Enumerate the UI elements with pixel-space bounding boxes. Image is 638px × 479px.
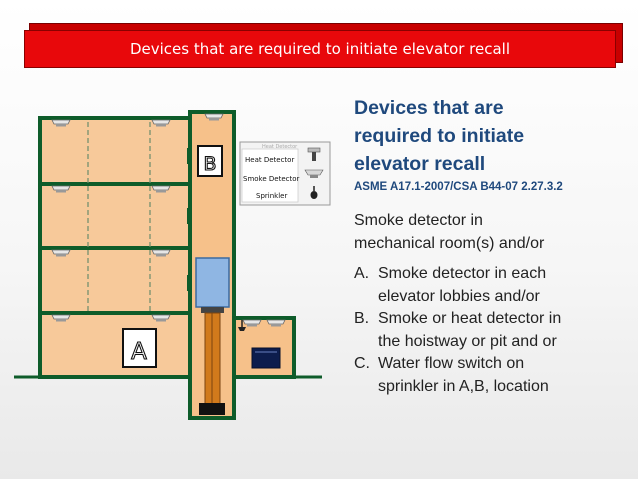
list-marker: A. (354, 265, 370, 282)
elevator-car (195, 257, 230, 415)
legend-partial-heading: Heat Detector (262, 144, 298, 150)
svg-text:A: A (131, 339, 147, 365)
legend-sprinkler-label: Sprinkler (256, 192, 287, 200)
intro-line: mechanical room(s) and/or (354, 234, 545, 252)
heading-line: Devices that are (354, 97, 504, 119)
list-marker: B. (354, 310, 370, 327)
heading-line: required to initiate (354, 125, 525, 147)
legend-smoke-label: Smoke Detector (243, 175, 300, 183)
list-line: Water flow switch on (378, 355, 525, 372)
list-marker: C. (354, 355, 370, 372)
list-line: the hoistway or pit and or (378, 332, 557, 350)
list-line: Smoke or heat detector in (378, 310, 562, 327)
list-line: Smoke detector in each (378, 265, 547, 282)
sprinkler-icon (238, 320, 246, 331)
machine-room (232, 316, 296, 379)
location-label-a: A (122, 328, 157, 368)
svg-text:B: B (203, 153, 216, 175)
intro-line: Smoke detector in (354, 212, 483, 229)
code-reference: ASME A17.1-2007/CSA B44-07 2.27.3.2 (354, 181, 563, 193)
title-banner: Devices that are required to initiate el… (24, 30, 616, 68)
list-line: sprinkler in A,B, location (378, 377, 549, 395)
list-line: elevator lobbies and/or (378, 287, 540, 305)
content-heading: Devices that are required to initiate el… (354, 94, 624, 178)
sprinkler-legend-icon (310, 186, 318, 199)
heat-detector-icon (307, 147, 321, 161)
list-item-a: A. Smoke detector in each elevator lobbi… (354, 263, 634, 308)
smoke-detector-icon (304, 169, 324, 178)
legend-heat-label: Heat Detector (245, 156, 294, 164)
heading-line: elevator recall (354, 153, 486, 175)
list-item-c: C. Water flow switch on sprinkler in A,B… (354, 353, 634, 398)
location-label-b: B (197, 145, 223, 177)
list-item-b: B. Smoke or heat detector in the hoistwa… (354, 308, 634, 353)
intro-paragraph: Smoke detector in mechanical room(s) and… (354, 210, 634, 255)
legend-box: Heat Detector Heat Detector Smoke Detect… (239, 141, 331, 206)
requirements-text: Smoke detector in mechanical room(s) and… (354, 210, 634, 398)
banner-title: Devices that are required to initiate el… (129, 40, 511, 58)
building-floors (38, 116, 192, 379)
